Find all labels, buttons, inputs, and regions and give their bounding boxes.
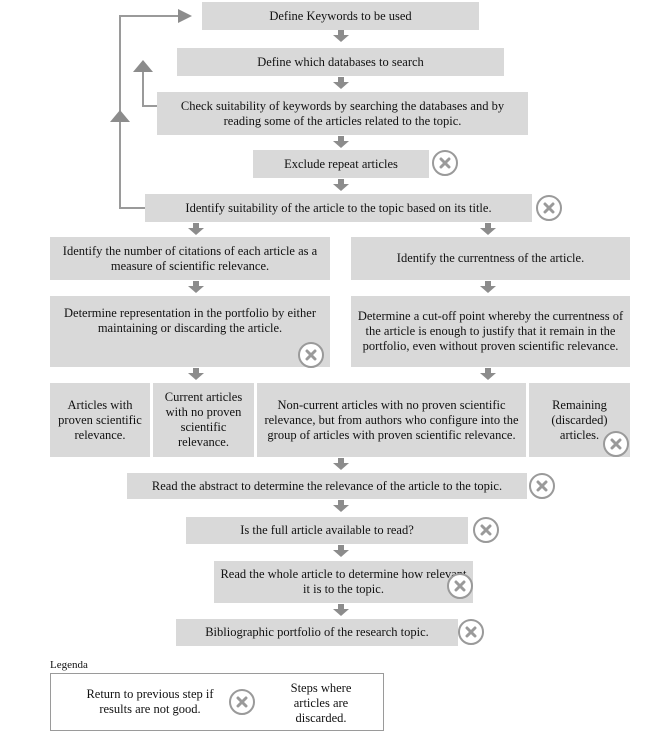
step-label: Read the abstract to determine the relev… bbox=[151, 478, 503, 493]
step-define-databases: Define which databases to search bbox=[177, 48, 504, 76]
flow-arrow bbox=[333, 179, 349, 191]
step-read-abstract: Read the abstract to determine the relev… bbox=[127, 473, 527, 499]
flow-arrow bbox=[188, 368, 204, 380]
flow-arrow bbox=[333, 500, 349, 512]
discard-x-icon bbox=[447, 573, 473, 599]
step-label: Read the whole article to determine how … bbox=[220, 567, 467, 596]
step-full-article-available: Is the full article available to read? bbox=[186, 517, 468, 544]
legend bbox=[50, 673, 384, 731]
step-label: Determine representation in the portfoli… bbox=[64, 306, 316, 335]
flow-arrow bbox=[333, 77, 349, 89]
category-label: Current articles with no proven scientif… bbox=[164, 390, 243, 449]
return-up-arrow-icon bbox=[110, 110, 130, 122]
step-identify-title-suitability: Identify suitability of the article to t… bbox=[145, 194, 532, 222]
flow-arrow bbox=[333, 545, 349, 557]
step-label: Is the full article available to read? bbox=[240, 523, 414, 537]
category-label: Articles with proven scientific relevanc… bbox=[58, 397, 142, 442]
step-label: Identify the number of citations of each… bbox=[62, 243, 318, 273]
category-label: Remaining (discarded) articles. bbox=[551, 397, 608, 442]
step-label: Identify suitability of the article to t… bbox=[185, 200, 492, 215]
category-label: Non-current articles with no proven scie… bbox=[264, 397, 519, 442]
legend-title: Legenda bbox=[50, 659, 88, 671]
step-determine-cutoff: Determine a cut-off point whereby the cu… bbox=[351, 296, 630, 367]
step-bibliographic-portfolio: Bibliographic portfolio of the research … bbox=[176, 619, 458, 646]
step-determine-representation: Determine representation in the portfoli… bbox=[50, 296, 330, 367]
legend-return-text: Return to previous step if results are n… bbox=[86, 687, 214, 716]
discard-x-icon bbox=[536, 195, 562, 221]
discard-x-icon bbox=[458, 619, 484, 645]
step-label: Determine a cut-off point whereby the cu… bbox=[357, 309, 624, 353]
category-noncurrent-authors: Non-current articles with no proven scie… bbox=[257, 383, 526, 457]
flow-arrow bbox=[188, 223, 204, 235]
step-label: Define Keywords to be used bbox=[269, 8, 412, 23]
discard-x-icon bbox=[473, 517, 499, 543]
category-proven-relevance: Articles with proven scientific relevanc… bbox=[50, 383, 150, 457]
feedback-loop-inner bbox=[142, 72, 157, 107]
flow-arrow bbox=[333, 30, 349, 42]
flow-arrow bbox=[480, 368, 496, 380]
step-check-keywords: Check suitability of keywords by searchi… bbox=[157, 92, 528, 135]
flow-arrow bbox=[188, 281, 204, 293]
flow-arrow bbox=[333, 604, 349, 616]
flow-arrow bbox=[333, 136, 349, 148]
flow-arrow bbox=[480, 281, 496, 293]
step-read-whole-article: Read the whole article to determine how … bbox=[214, 561, 473, 603]
step-label: Check suitability of keywords by searchi… bbox=[180, 98, 505, 128]
feedback-arrowhead bbox=[178, 9, 192, 23]
discard-x-icon bbox=[432, 150, 458, 176]
step-identify-citations: Identify the number of citations of each… bbox=[50, 237, 330, 280]
step-identify-currentness: Identify the currentness of the article. bbox=[351, 237, 630, 280]
discard-x-icon bbox=[529, 473, 555, 499]
discard-x-icon bbox=[603, 431, 629, 457]
discard-x-icon bbox=[298, 342, 324, 368]
step-define-keywords: Define Keywords to be used bbox=[202, 2, 479, 30]
step-label: Define which databases to search bbox=[257, 54, 424, 69]
flow-arrow bbox=[333, 458, 349, 470]
category-current-no-relevance: Current articles with no proven scientif… bbox=[153, 383, 254, 457]
return-up-arrow-icon bbox=[133, 60, 153, 72]
step-exclude-repeats: Exclude repeat articles bbox=[253, 150, 429, 178]
step-label: Bibliographic portfolio of the research … bbox=[205, 625, 429, 639]
flow-arrow bbox=[480, 223, 496, 235]
legend-discard-text: Steps where articles are discarded. bbox=[290, 681, 352, 725]
discard-x-icon bbox=[229, 689, 255, 715]
step-label: Exclude repeat articles bbox=[284, 156, 398, 171]
step-label: Identify the currentness of the article. bbox=[396, 251, 585, 265]
